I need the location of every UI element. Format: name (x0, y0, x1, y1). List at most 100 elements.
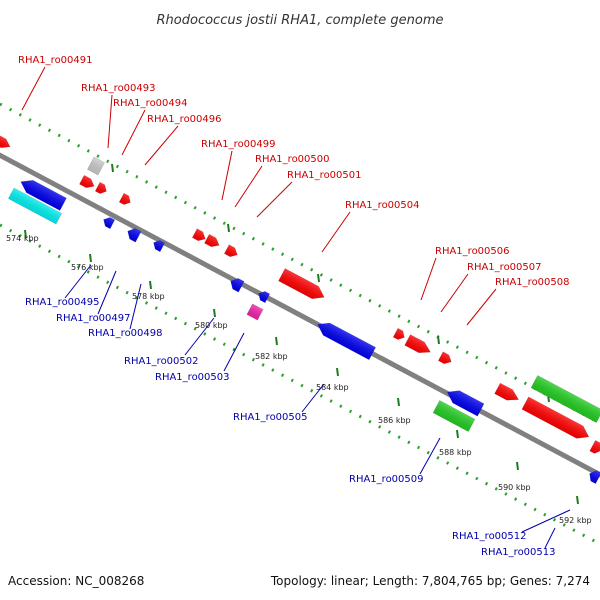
gene-arrow-forward[interactable] (278, 268, 328, 304)
label-leader-lines (21, 66, 571, 549)
gene-arrow-forward[interactable] (494, 382, 522, 405)
label-leader-line (466, 288, 497, 326)
tick-mark (227, 223, 230, 233)
gene-arrow-forward[interactable] (530, 375, 600, 423)
gene-label[interactable]: RHA1_ro00496 (147, 114, 222, 125)
gene-arrow-forward[interactable] (87, 156, 105, 176)
gene-arrow-forward[interactable] (392, 327, 407, 342)
label-leader-line (223, 332, 245, 372)
gene-arrow-reverse[interactable] (444, 386, 485, 417)
tick-mark (149, 280, 152, 290)
label-leader-line (544, 527, 556, 549)
genome-backbone (0, 152, 600, 478)
gene-label[interactable]: RHA1_ro00501 (287, 170, 362, 181)
gene-labels: RHA1_ro00491RHA1_ro00493RHA1_ro00494RHA1… (18, 55, 570, 558)
gene-label[interactable]: RHA1_ro00504 (345, 200, 420, 211)
tick-mark (516, 461, 519, 471)
tick-label: 592 kbp (559, 516, 592, 525)
tick-mark (397, 397, 400, 407)
map-title: Rhodococcus jostii RHA1, complete genome (157, 13, 444, 28)
tick-label: 582 kbp (255, 352, 288, 361)
gene-label[interactable]: RHA1_ro00491 (18, 55, 93, 66)
gene-label[interactable]: RHA1_ro00500 (255, 154, 330, 165)
tick-label: 580 kbp (195, 321, 228, 330)
tick-mark (275, 336, 278, 346)
tick-label: 578 kbp (132, 292, 165, 301)
tick-label: 590 kbp (498, 483, 531, 492)
gene-label[interactable]: RHA1_ro00503 (155, 372, 230, 383)
gene-arrow-reverse[interactable] (314, 318, 376, 361)
gene-label[interactable]: RHA1_ro00509 (349, 474, 424, 485)
tick-label: 586 kbp (378, 416, 411, 425)
gene-arrow-reverse[interactable] (151, 238, 166, 253)
gene-arrow-reverse[interactable] (18, 176, 67, 211)
label-leader-line (234, 165, 263, 208)
gene-arrow-forward[interactable] (521, 396, 592, 443)
gene-arrow-forward[interactable] (224, 244, 239, 259)
gene-arrow-reverse[interactable] (8, 187, 62, 225)
gene-arrow-reverse[interactable] (256, 289, 271, 304)
gene-label[interactable]: RHA1_ro00497 (56, 313, 131, 324)
gene-arrow-reverse[interactable] (125, 226, 142, 243)
gene-arrow-reverse[interactable] (432, 400, 476, 432)
tick-label: 574 kbp (6, 234, 39, 243)
gene-arrow-forward[interactable] (118, 192, 133, 207)
label-leader-line (144, 125, 179, 166)
tick-mark (437, 335, 440, 345)
tick-mark (89, 253, 92, 263)
tick-mark (336, 367, 339, 377)
gene-label[interactable]: RHA1_ro00498 (88, 328, 163, 339)
gene-label[interactable]: RHA1_ro00502 (124, 356, 199, 367)
gene-arrow-reverse[interactable] (246, 303, 264, 321)
gene-label[interactable]: RHA1_ro00506 (435, 246, 510, 257)
label-leader-line (64, 264, 92, 299)
gene-label[interactable]: RHA1_ro00494 (113, 98, 188, 109)
tick-mark (24, 229, 27, 239)
gene-features (0, 134, 600, 484)
label-leader-line (420, 257, 437, 301)
gene-arrow-forward[interactable] (94, 181, 109, 196)
gene-arrow-forward[interactable] (404, 334, 434, 358)
gene-label[interactable]: RHA1_ro00512 (452, 531, 527, 542)
label-leader-line (97, 270, 117, 315)
gene-arrow-forward[interactable] (589, 440, 600, 455)
label-leader-line (419, 437, 441, 475)
tick-mark (576, 495, 579, 505)
label-leader-line (301, 383, 325, 413)
tick-mark (317, 273, 320, 283)
label-leader-line (184, 317, 215, 356)
label-leader-line (440, 273, 469, 313)
label-leader-line (107, 94, 113, 149)
gene-label[interactable]: RHA1_ro00495 (25, 297, 100, 308)
accession-text: Accession: NC_008268 (8, 574, 144, 588)
gene-label[interactable]: RHA1_ro00507 (467, 262, 542, 273)
gene-arrow-reverse[interactable] (101, 215, 116, 230)
label-leader-line (121, 109, 146, 156)
tick-mark (213, 308, 216, 318)
gene-arrow-forward[interactable] (0, 134, 12, 151)
gene-label[interactable]: RHA1_ro00499 (201, 139, 276, 150)
gene-label[interactable]: RHA1_ro00493 (81, 83, 156, 94)
gene-label[interactable]: RHA1_ro00513 (481, 547, 556, 558)
gene-arrow-forward[interactable] (204, 233, 221, 249)
genome-summary-text: Topology: linear; Length: 7,804,765 bp; … (270, 574, 590, 588)
gene-label[interactable]: RHA1_ro00505 (233, 412, 308, 423)
label-leader-line (221, 150, 233, 201)
tick-mark (111, 163, 114, 173)
label-leader-line (256, 181, 293, 218)
label-leader-line (129, 283, 142, 330)
label-leader-line (321, 211, 351, 253)
tick-label: 576 kbp (71, 263, 104, 272)
gene-arrow-forward[interactable] (79, 174, 96, 190)
gene-arrow-reverse[interactable] (587, 468, 600, 484)
tick-label: 588 kbp (439, 448, 472, 457)
gene-arrow-forward[interactable] (438, 351, 453, 366)
gene-arrow-reverse[interactable] (228, 276, 245, 293)
tick-label: 584 kbp (316, 383, 349, 392)
label-leader-line (521, 509, 571, 533)
gene-arrow-forward[interactable] (192, 228, 207, 243)
gene-label[interactable]: RHA1_ro00508 (495, 277, 570, 288)
tick-mark (456, 429, 459, 439)
tick-marks: 574 kbp 576 kbp 578 kbp 580 kbp 582 kbp 584 k… (6, 163, 592, 525)
